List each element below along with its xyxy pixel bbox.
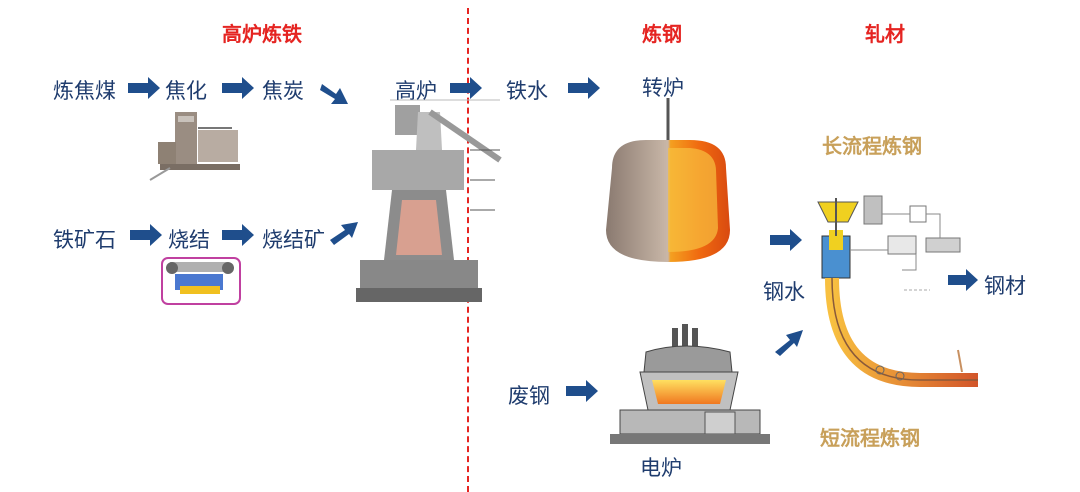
label-long-process: 长流程炼钢: [822, 134, 922, 158]
arrow-eaf-to-caster: [775, 330, 803, 356]
arrow-ore-to-sintering: [130, 224, 162, 246]
label-coking-coal: 炼焦煤: [53, 79, 116, 103]
arrow-sinter-to-bf: [330, 222, 358, 245]
label-converter: 转炉: [642, 76, 684, 100]
arrow-bf-to-hotmetal: [450, 77, 482, 99]
label-coking: 焦化: [165, 79, 207, 103]
arrow-scrap-to-eaf: [566, 380, 598, 402]
steelmaking-header: 炼钢: [642, 22, 682, 46]
arrow-hotmetal-to-converter: [568, 77, 600, 99]
arrow-sintering-to-sinter: [222, 224, 254, 246]
coking-plant-illustration: [149, 112, 240, 181]
label-scrap: 废钢: [508, 384, 550, 408]
arrow-coke-to-bf: [320, 84, 348, 104]
label-steel-product: 钢材: [984, 274, 1026, 298]
rolling-header: 轧材: [865, 22, 905, 46]
sintering-machine-illustration: [161, 257, 241, 305]
eaf-illustration: [610, 324, 770, 444]
label-molten-steel: 钢水: [763, 280, 805, 304]
arrow-converter-to-caster: [770, 229, 802, 251]
arrow-coking-to-coke: [222, 77, 254, 99]
converter-illustration: [606, 98, 730, 262]
blast-furnace-illustration: [356, 99, 502, 302]
ironmaking-header: 高炉炼铁: [222, 22, 302, 46]
label-blast-furnace: 高炉: [395, 79, 437, 103]
label-eaf: 电炉: [640, 456, 682, 480]
label-sinter: 烧结矿: [262, 228, 325, 252]
stage-divider: [467, 8, 469, 492]
label-coke: 焦炭: [262, 79, 304, 103]
label-iron-ore: 铁矿石: [53, 228, 116, 252]
continuous-caster-illustration: [817, 195, 978, 387]
arrow-coal-to-coking: [128, 77, 160, 99]
arrow-caster-to-product: [948, 269, 978, 291]
label-hot-metal: 铁水: [506, 79, 548, 103]
label-sintering: 烧结: [168, 228, 210, 252]
label-short-process: 短流程炼钢: [820, 426, 920, 450]
